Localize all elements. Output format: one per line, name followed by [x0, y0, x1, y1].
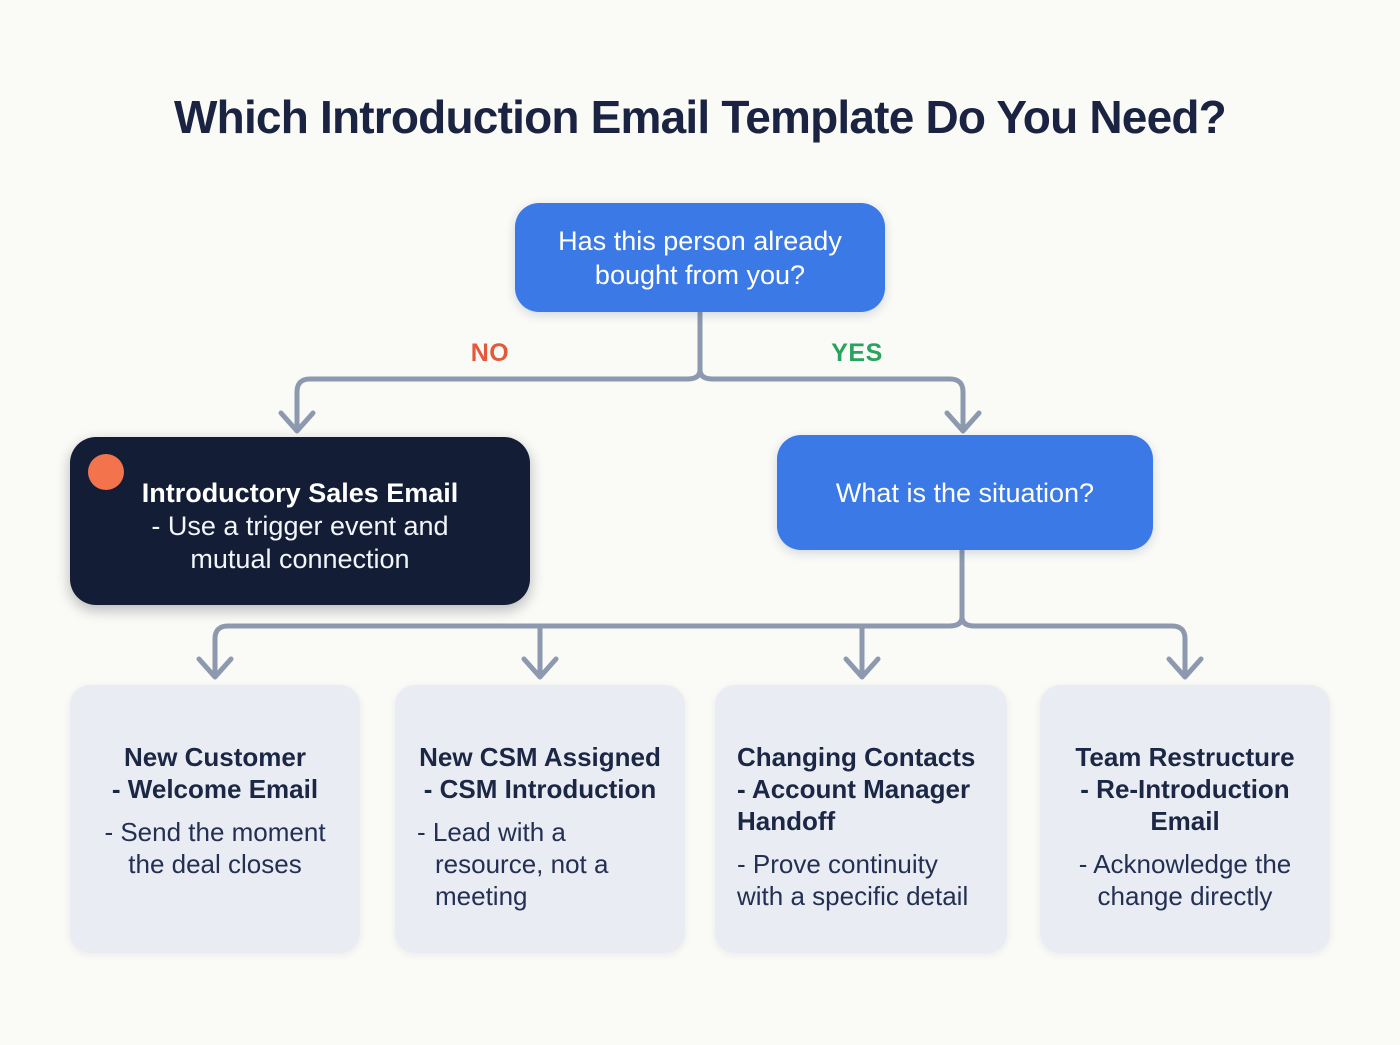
card-detail: - Send the moment the deal closes	[104, 817, 326, 879]
arrowhead-outcome-4-icon	[1166, 656, 1204, 680]
card-title: Team Restructure - Re-Introduction Email	[1075, 742, 1295, 836]
card-detail: - Prove continuity with a specific detai…	[737, 849, 969, 911]
connector-second-rail	[212, 614, 1188, 677]
outcome-card-changing-contacts: Changing Contacts - Account Manager Hand…	[715, 685, 1007, 953]
outcome-card-new-csm: New CSM Assigned - CSM Introduction - Le…	[395, 685, 685, 953]
arrowhead-yes-icon	[944, 410, 982, 434]
card-detail: - Lead with a resource, not a meeting	[417, 817, 609, 911]
page-title: Which Introduction Email Template Do You…	[174, 91, 1227, 143]
card-title: New CSM Assigned - CSM Introduction	[419, 742, 661, 804]
root-question-node: Has this person already bought from you?	[515, 203, 885, 312]
outcome-card-new-customer: New Customer - Welcome Email - Send the …	[70, 685, 360, 953]
situation-question-node: What is the situation?	[777, 435, 1153, 550]
card-title: Changing Contacts - Account Manager Hand…	[737, 742, 976, 836]
card-title: New Customer - Welcome Email	[111, 742, 319, 804]
no-branch-label: NO	[470, 339, 510, 367]
arrowhead-outcome-2-icon	[521, 656, 559, 680]
connector-first-rail	[294, 367, 966, 431]
node-title: Introductory Sales Email	[141, 477, 459, 508]
arrowhead-outcome-1-icon	[196, 656, 234, 680]
yes-branch-label: YES	[831, 339, 883, 367]
arrowhead-outcome-3-icon	[843, 656, 881, 680]
intro-sales-email-node: Introductory Sales Email - Use a trigger…	[70, 437, 530, 605]
node-detail: - Use a trigger event and mutual connect…	[151, 510, 449, 574]
outcome-card-team-restructure: Team Restructure - Re-Introduction Email…	[1040, 685, 1330, 953]
card-detail: - Acknowledge the change directly	[1078, 849, 1292, 911]
arrowhead-no-icon	[278, 410, 316, 434]
orange-dot-icon	[88, 454, 124, 490]
